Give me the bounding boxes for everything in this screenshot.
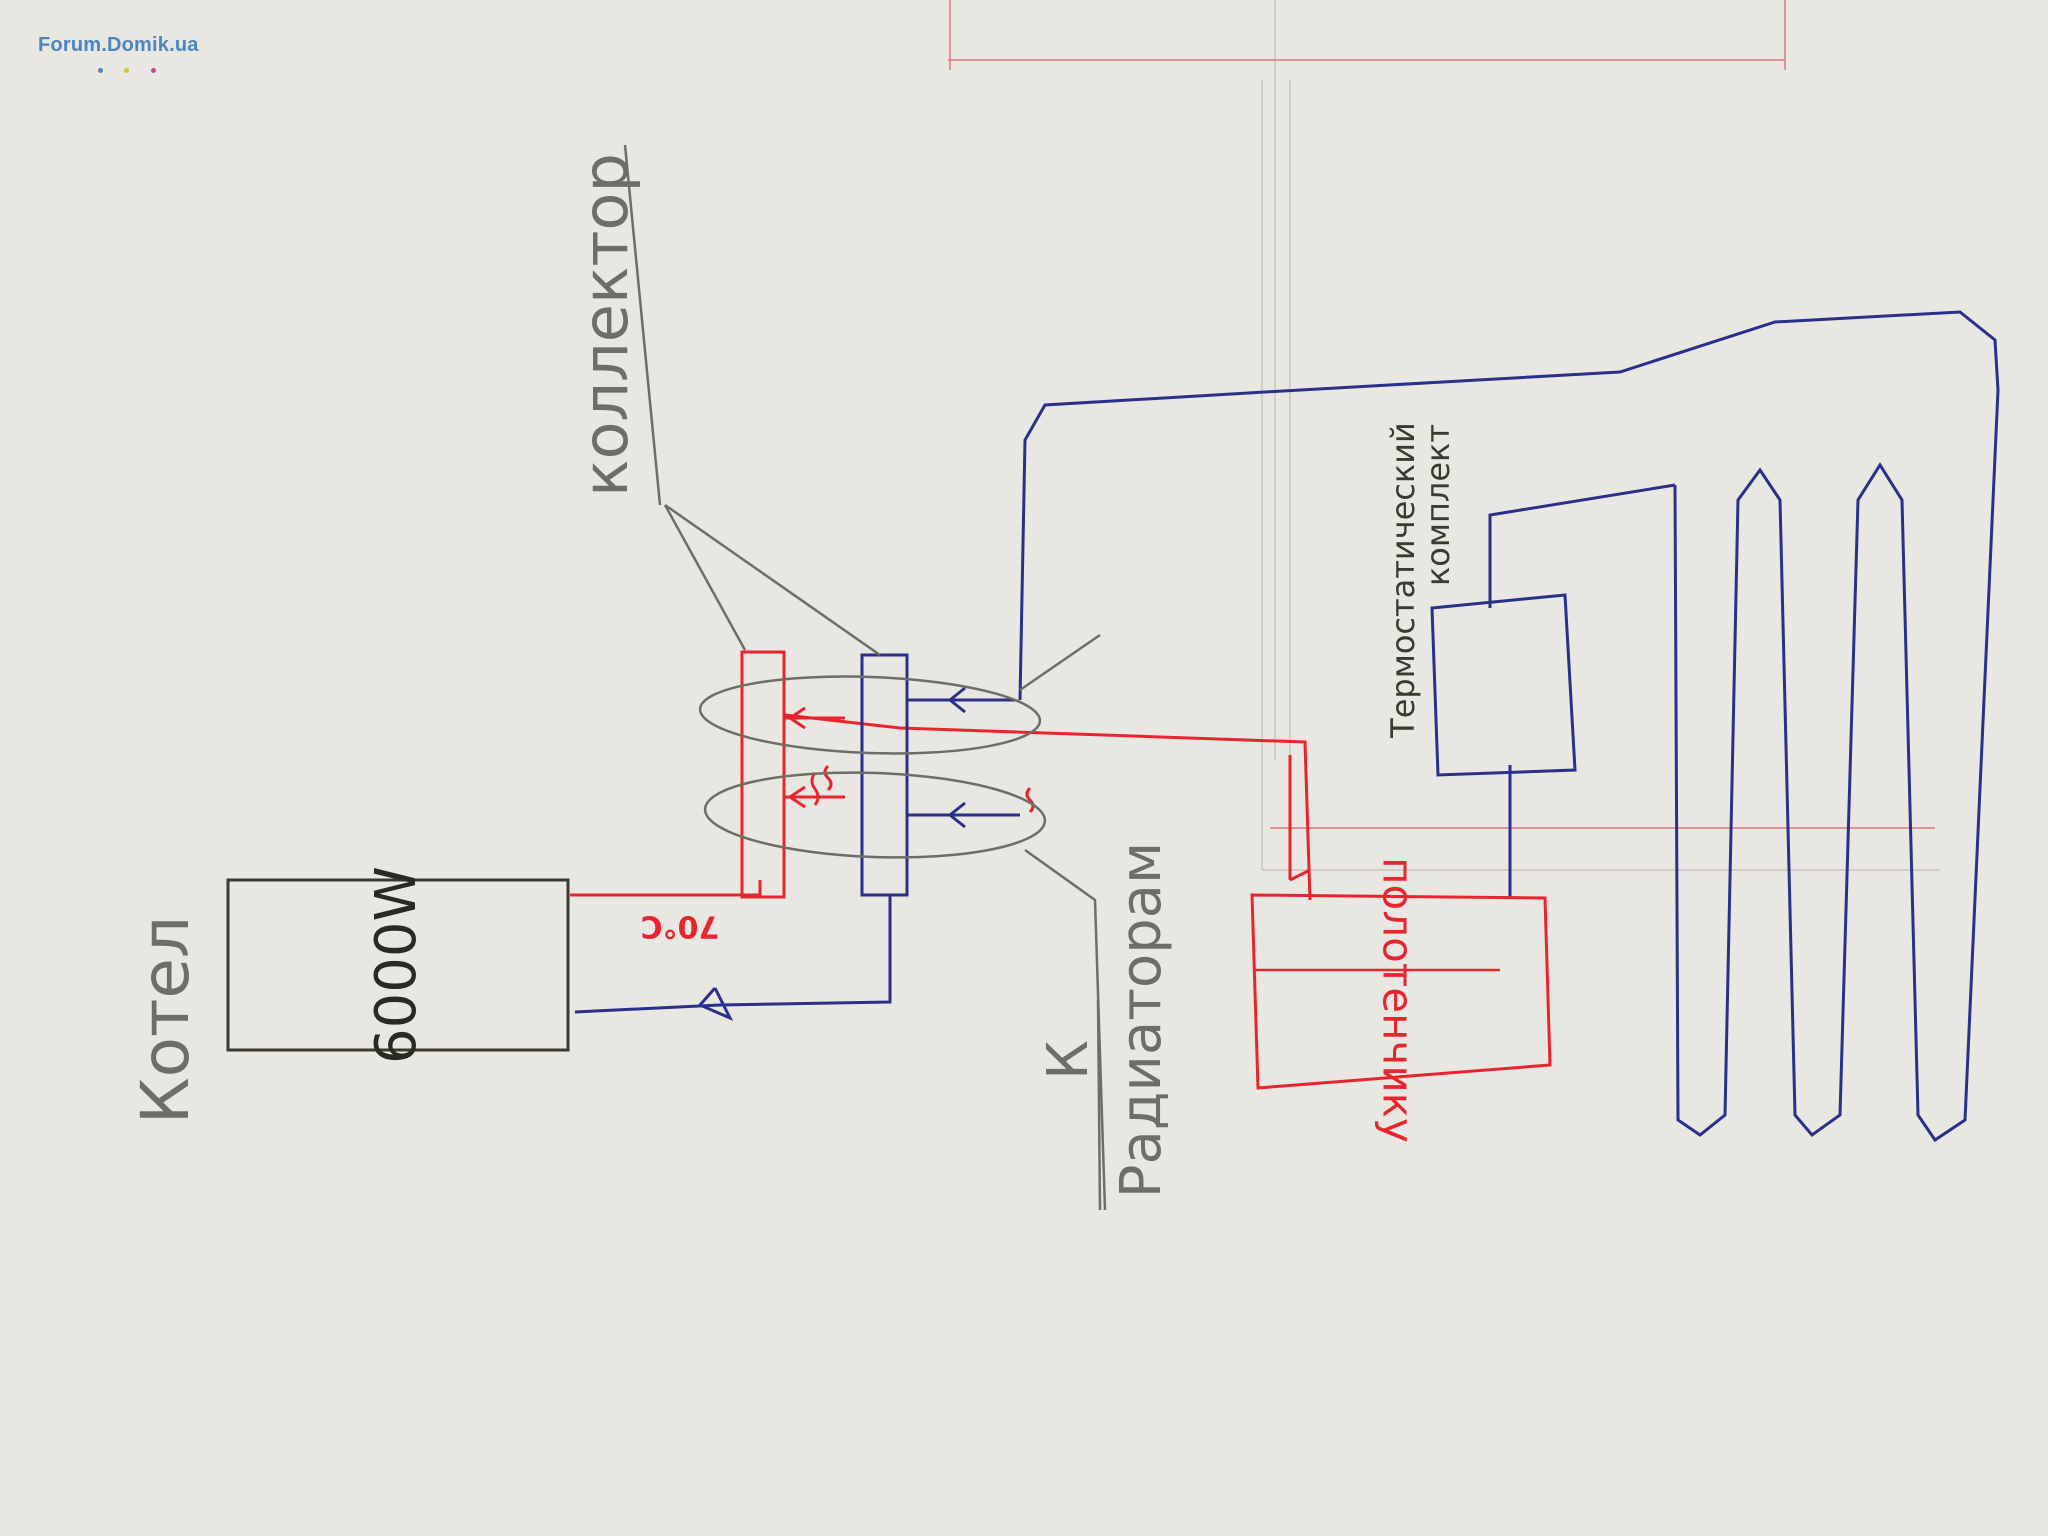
paper-grid <box>1261 0 1940 871</box>
collector-annotation <box>623 144 1107 1211</box>
red-supply-manifold <box>740 650 786 899</box>
thermostatic-kit: Термостатический комплект <box>1384 422 1577 777</box>
collector-upper-circle <box>698 675 1042 755</box>
arrow-icon <box>787 706 806 730</box>
squiggle-icon <box>810 772 820 806</box>
to-radiators-k-label: К <box>1036 1040 1101 1080</box>
boiler-box <box>226 878 570 1052</box>
boiler-label: Котел <box>127 916 204 1124</box>
boiler-power-label: 6000W <box>364 866 429 1064</box>
thermostatic-label-line1: Термостатический <box>1384 422 1422 739</box>
return-pipes <box>574 310 2000 1143</box>
boiler-return-pipe <box>574 895 892 1014</box>
towel-rail: полотенчику <box>1250 857 1552 1143</box>
collector-leader-line <box>663 504 747 651</box>
watermark-dot-magenta <box>150 68 156 73</box>
supply-joint <box>1289 868 1311 882</box>
boiler: 6000W Котел <box>127 866 570 1124</box>
collector-label: коллектор <box>569 153 642 497</box>
collector-lower-circle <box>703 771 1047 859</box>
arrow-icon <box>947 686 966 714</box>
collector-leader-line <box>664 503 881 657</box>
watermark-dot-blue <box>98 68 103 73</box>
upper-outlet-leader <box>1019 633 1101 692</box>
watermark-dot-yellow <box>124 68 130 73</box>
towel-rail-box <box>1250 893 1552 1090</box>
squiggle-icon <box>823 764 833 792</box>
thermostat-return-pipe <box>1488 483 1676 608</box>
paper-red-margins <box>948 0 1935 829</box>
arrow-icon <box>787 785 806 809</box>
temperature-label: 70°C <box>641 909 720 944</box>
watermark-dots <box>98 60 173 78</box>
thermostatic-label-line2: комплект <box>1419 424 1457 586</box>
to-radiators-label: Радиаторам <box>1109 842 1174 1199</box>
arrow-icon <box>947 801 966 829</box>
boiler-supply-pipe <box>570 880 762 897</box>
towel-rail-supply-pipe <box>784 713 1312 901</box>
towel-rail-label: полотенчику <box>1374 857 1423 1143</box>
watermark: Forum.Domik.ua <box>38 34 199 56</box>
supply-pipes <box>570 650 1312 901</box>
radiators-baseline <box>1096 999 1102 1211</box>
radiators-leader-line <box>1024 848 1107 1211</box>
thermostatic-kit-box <box>1430 593 1577 777</box>
underfloor-heating-loop <box>1018 310 2000 1143</box>
return-arrow-icon <box>697 987 734 1022</box>
squiggle-icon <box>1025 786 1035 814</box>
supply-arrows <box>787 706 1035 814</box>
collector-baseline <box>623 144 662 506</box>
